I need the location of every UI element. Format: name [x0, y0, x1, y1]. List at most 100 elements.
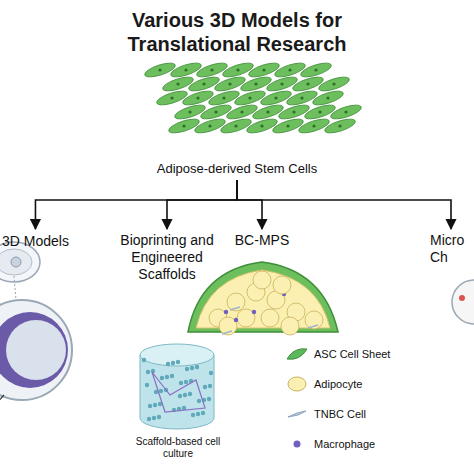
nucleus — [228, 82, 231, 85]
stem-cell — [329, 102, 363, 121]
nucleus — [248, 96, 251, 99]
macrophage — [252, 310, 256, 314]
stem-cell — [311, 88, 345, 107]
adipocyte — [253, 271, 271, 289]
nucleus — [266, 110, 269, 113]
stem-cell — [193, 116, 227, 135]
stem-cell — [143, 60, 177, 79]
nucleus — [332, 82, 335, 85]
stem-cell — [195, 60, 229, 79]
scaffold-cell — [190, 366, 194, 370]
tnbc-cell — [222, 331, 232, 334]
nucleus — [210, 68, 213, 71]
nucleus — [262, 68, 265, 71]
adipocyte — [305, 311, 323, 329]
chip-illustration — [452, 280, 474, 324]
stem-cell — [303, 102, 337, 121]
stem-cell — [167, 116, 201, 135]
legend-sample — [288, 411, 306, 417]
scaffold-cell — [146, 370, 150, 374]
adipocyte — [281, 317, 299, 335]
tree-connector — [237, 180, 451, 229]
cell-sheet-illustration — [143, 60, 363, 135]
scaffold-cell — [171, 361, 175, 365]
adipocyte — [261, 309, 279, 327]
scaffold-cell — [188, 392, 192, 396]
scaffold-cell — [165, 375, 169, 379]
scaffold-cell — [203, 385, 207, 389]
stem-cell — [169, 60, 203, 79]
node-text: 3D Models — [2, 233, 69, 250]
tnbc-cell — [230, 307, 240, 310]
nucleus — [318, 110, 321, 113]
nucleus — [202, 82, 205, 85]
nucleus — [338, 124, 341, 127]
stem-cell — [181, 88, 215, 107]
adipocyte — [273, 276, 291, 294]
diagram-title: Various 3D Models for Translational Rese… — [117, 8, 357, 56]
nucleus — [286, 124, 289, 127]
stem-cell — [291, 74, 325, 93]
legend-text: TNBC Cell — [314, 406, 366, 422]
stem-cell — [271, 116, 305, 135]
macrophage — [224, 310, 228, 314]
stem-cell — [239, 74, 273, 93]
node-text: Adipose-derived Stem Cells — [134, 160, 340, 177]
scaffold-cell — [176, 360, 180, 364]
nucleus — [208, 124, 211, 127]
scaffold-cell — [152, 416, 156, 420]
stem-cell — [213, 74, 247, 93]
nucleus — [176, 82, 179, 85]
stem-cell — [161, 74, 195, 93]
legend-sample — [294, 441, 301, 448]
root-label-node: Adipose-derived Stem Cells — [132, 160, 342, 177]
bc-mps-illustration — [188, 262, 338, 335]
scaffold-cell — [157, 415, 161, 419]
stem-cell — [285, 88, 319, 107]
scaffold-cell — [185, 367, 189, 371]
scaffold-cell — [145, 383, 149, 387]
caption-label: Scaffold-based cell culture — [128, 436, 228, 460]
scaffold-cell — [207, 397, 211, 401]
scaffold-cell — [153, 403, 157, 407]
stem-cell — [219, 116, 253, 135]
stem-cell — [221, 60, 255, 79]
legend-swatch — [286, 376, 308, 392]
nucleus — [326, 96, 329, 99]
tree-connector — [167, 180, 237, 229]
scaffold-cell — [184, 380, 188, 384]
scaffold-cell — [201, 411, 205, 415]
legend-sample — [287, 349, 307, 360]
nucleus — [182, 124, 185, 127]
nucleus — [314, 68, 317, 71]
nucleus — [158, 68, 161, 71]
node-text: BC-MPS — [224, 232, 300, 249]
legend-swatch — [286, 346, 308, 362]
model-node: BC-MPS — [222, 232, 302, 249]
model-node: Bioprinting and Engineered Scaffolds — [115, 232, 219, 283]
stem-cell — [251, 102, 285, 121]
stem-cell — [265, 74, 299, 93]
scaffold-cell — [160, 376, 164, 380]
scaffold-cell — [196, 412, 200, 416]
nucleus — [292, 110, 295, 113]
nucleus — [306, 82, 309, 85]
nucleus — [280, 82, 283, 85]
stem-cell — [259, 88, 293, 107]
scaffold-cell — [208, 384, 212, 388]
scaffold-cell — [148, 404, 152, 408]
tree-connector — [35, 180, 237, 229]
legend-text: ASC Cell Sheet — [314, 346, 390, 362]
nucleus — [196, 96, 199, 99]
stem-cell — [277, 102, 311, 121]
stem-cell — [225, 102, 259, 121]
scaffold-cell — [147, 417, 151, 421]
nucleus — [236, 68, 239, 71]
nucleus — [288, 68, 291, 71]
stem-cell — [247, 60, 281, 79]
nucleus — [234, 124, 237, 127]
nucleus — [260, 124, 263, 127]
scaffold-cell — [159, 389, 163, 393]
scaffold-cell — [166, 362, 170, 366]
stem-cell — [245, 116, 279, 135]
